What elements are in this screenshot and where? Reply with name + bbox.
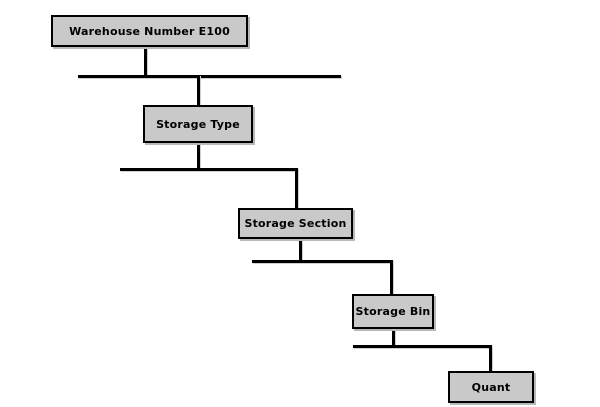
connector-storage-section-drop: [295, 168, 298, 208]
connector-quant-drop: [489, 345, 492, 371]
connector-level3-rail: [252, 260, 393, 263]
connector-storage-bin-drop: [390, 260, 393, 294]
node-storage-bin-label: Storage Bin: [355, 305, 431, 318]
connector-level4-rail: [353, 345, 492, 348]
node-quant: Quant: [448, 371, 534, 403]
node-warehouse-number-label: Warehouse Number E100: [69, 24, 230, 38]
connector-storage-bin-stem: [392, 329, 395, 348]
node-storage-bin: Storage Bin: [352, 294, 434, 329]
node-storage-type: Storage Type: [143, 105, 253, 143]
node-storage-section: Storage Section: [238, 208, 353, 239]
connector-level2-rail: [120, 168, 298, 171]
node-quant-label: Quant: [471, 380, 511, 394]
connector-storage-type-stem: [197, 143, 200, 171]
connector-storage-section-stem: [299, 239, 302, 263]
connector-storage-type-drop: [197, 75, 200, 105]
connector-level1-rail: [78, 75, 341, 78]
node-storage-type-label: Storage Type: [156, 117, 240, 131]
node-storage-section-label: Storage Section: [244, 217, 347, 230]
connector-warehouse-stem: [144, 47, 147, 78]
node-warehouse-number: Warehouse Number E100: [51, 15, 248, 47]
